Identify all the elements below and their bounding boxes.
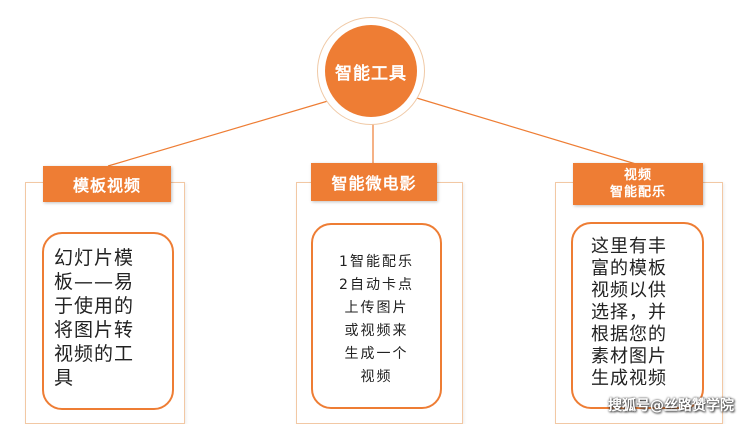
branch-label-line: 智能配乐 bbox=[609, 185, 666, 200]
branch-card-video-music: 这里有丰 富的模板 视频以供 选择，并 根据您的 素材图片 生成视频 bbox=[571, 222, 704, 409]
branch-label-video-music: 视频 智能配乐 bbox=[573, 163, 703, 205]
branch-card-text: 幻灯片模 板——易 于使用的 将图片转 视频的工 具 bbox=[54, 247, 135, 389]
branch-card-smart-movie: 1智能配乐 2自动卡点 上传图片 或视频来 生成一个 视频 bbox=[311, 223, 442, 409]
branch-card-text: 1智能配乐 2自动卡点 上传图片 或视频来 生成一个 视频 bbox=[339, 254, 414, 385]
branch-label-template-video: 模板视频 bbox=[43, 166, 171, 202]
branch-label-smart-movie: 智能微电影 bbox=[311, 163, 437, 201]
branch-card-template-video: 幻灯片模 板——易 于使用的 将图片转 视频的工 具 bbox=[42, 232, 174, 410]
branch-card-text: 这里有丰 富的模板 视频以供 选择，并 根据您的 素材图片 生成视频 bbox=[591, 236, 667, 389]
watermark: 搜狐号@丝路赞学院 bbox=[608, 398, 734, 414]
root-title: 智能工具 bbox=[325, 25, 417, 117]
branch-label-line: 视频 bbox=[623, 168, 652, 183]
connector-right bbox=[409, 95, 637, 165]
connector-left bbox=[107, 97, 339, 167]
root-node: 智能工具 bbox=[318, 18, 424, 124]
